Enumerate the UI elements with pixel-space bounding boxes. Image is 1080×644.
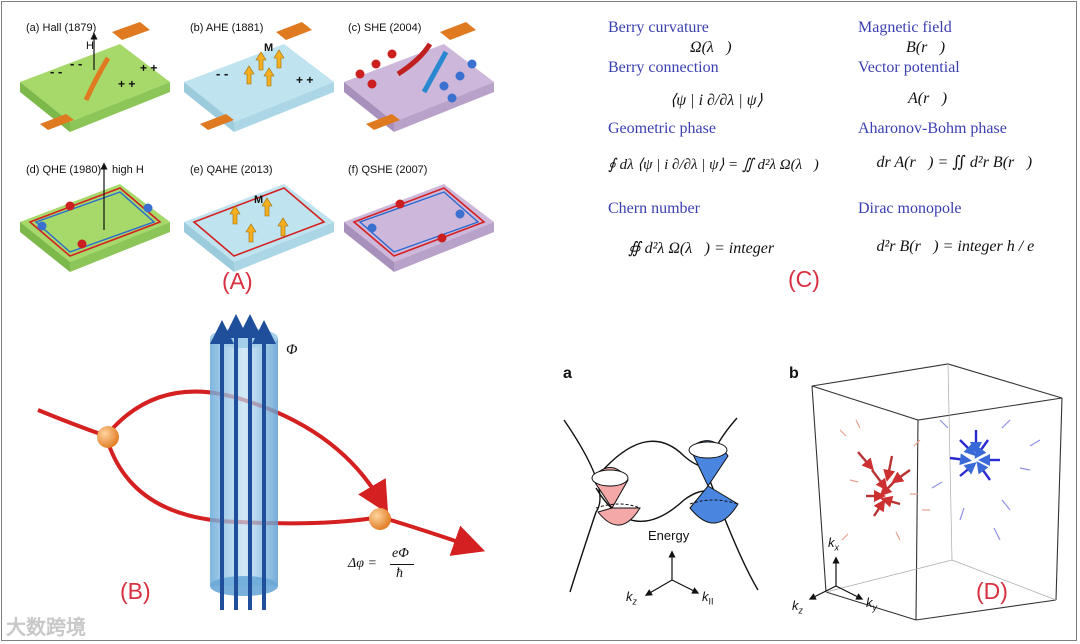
- label-qhe: (d) QHE (1980): [26, 164, 102, 176]
- slab-e: [184, 184, 334, 272]
- svg-text:+ +: + +: [118, 77, 135, 91]
- svg-text:- -: - -: [70, 56, 82, 71]
- slab-f: [344, 184, 494, 272]
- flux-tube: [210, 314, 278, 610]
- svg-text:+ +: + +: [140, 61, 157, 75]
- dirac-monopole-formula: ∯ d²r B(r⃗) = integer h / e: [860, 238, 1035, 255]
- axis-kz-b: kz: [792, 598, 803, 616]
- axis-kpar: kII: [702, 589, 714, 607]
- chern-number-formula: ∯ d²λ Ω(λ⃗) = integer: [628, 240, 775, 257]
- label-h: H: [86, 40, 94, 52]
- axis-ky: ky: [866, 595, 877, 613]
- phase-den: ħ: [396, 566, 403, 581]
- dirac-monopole-title: Dirac monopole: [858, 200, 962, 217]
- label-ahe: (b) AHE (1881): [190, 22, 264, 34]
- label-m-ahe: M: [264, 42, 274, 54]
- phase-num: eΦ: [392, 546, 409, 561]
- slab-a: - - - - + + + +: [20, 22, 170, 132]
- phase-lhs: Δφ =: [348, 556, 377, 571]
- berry-curvature-formula: Ω(λ⃗): [690, 39, 732, 56]
- vector-potential-title: Vector potential: [858, 59, 960, 76]
- axis-kz-a: kz: [626, 589, 637, 607]
- sublabel-b: b: [789, 365, 799, 382]
- label-qshe: (f) QSHE (2007): [348, 164, 428, 176]
- sublabel-a: a: [563, 365, 572, 382]
- ab-phase-title: Aharonov-Bohm phase: [858, 120, 1007, 137]
- energy-label: Energy: [648, 528, 690, 543]
- geometric-phase-title: Geometric phase: [608, 120, 716, 137]
- svg-text:- -: - -: [216, 66, 228, 81]
- band-diagram: [563, 417, 759, 596]
- vector-potential-formula: A(r⃗): [908, 90, 948, 107]
- caption-c: (C): [788, 266, 820, 292]
- caption-b: (B): [120, 578, 151, 604]
- phase-fraction-bar: [390, 564, 414, 565]
- berry-connection-title: Berry connection: [608, 59, 719, 76]
- slab-c: [344, 22, 494, 132]
- label-qahe: (e) QAHE (2013): [190, 164, 273, 176]
- ab-phase-formula: ∮ dr A(r⃗) = ∬ d²r B(r⃗): [860, 154, 1033, 171]
- field-arrows-blue: [949, 430, 1000, 481]
- field-arrows-light: [839, 419, 930, 541]
- label-hall: (a) Hall (1879): [26, 22, 97, 34]
- field-cube: [811, 363, 1063, 621]
- field-arrows-pale: [931, 419, 1041, 541]
- berry-curvature-title: Berry curvature: [608, 19, 709, 36]
- label-high-h: high H: [112, 164, 144, 176]
- flux-label: Φ: [286, 342, 298, 358]
- watermark: 大数跨境: [6, 617, 86, 639]
- field-arrows-red: [857, 451, 911, 517]
- caption-d: (D): [976, 578, 1008, 604]
- caption-a: (A): [222, 268, 253, 294]
- cube-axes: [808, 556, 864, 600]
- svg-text:+ +: + +: [296, 73, 313, 87]
- axis-kx: kx: [828, 535, 839, 553]
- magnetic-field-title: Magnetic field: [858, 19, 952, 36]
- slab-b: - - + +: [184, 22, 334, 132]
- svg-text:- -: - -: [50, 64, 62, 79]
- electron-start: [97, 426, 119, 448]
- label-she: (c) SHE (2004): [348, 22, 422, 34]
- chern-number-title: Chern number: [608, 200, 700, 217]
- magnetic-field-formula: B(r⃗): [906, 39, 946, 56]
- slab-d: [20, 162, 170, 272]
- electron-end: [369, 508, 391, 530]
- geometric-phase-formula: ∮ dλ ⟨ψ | i ∂/∂λ | ψ⟩ = ∬ d²λ Ω(λ⃗): [608, 157, 819, 173]
- label-m-qahe: M: [254, 194, 264, 206]
- berry-connection-formula: ⟨ψ | i ∂/∂λ | ψ⟩: [670, 92, 763, 109]
